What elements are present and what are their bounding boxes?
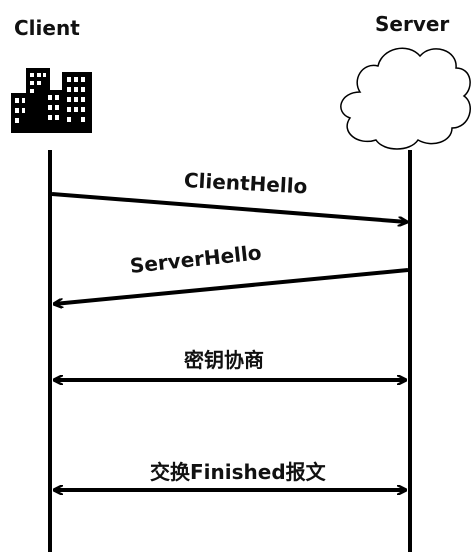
office-buildings-icon xyxy=(11,68,92,133)
client-label: Client xyxy=(14,16,80,40)
cloud-icon xyxy=(340,47,471,150)
message-label-key-negotiation: 密钥协商 xyxy=(184,348,264,372)
message-label-finished-exchange: 交换Finished报文 xyxy=(150,460,326,484)
server-label: Server xyxy=(375,12,450,36)
arrow-serverhello xyxy=(54,268,409,304)
arrow-clienthello xyxy=(51,192,407,222)
